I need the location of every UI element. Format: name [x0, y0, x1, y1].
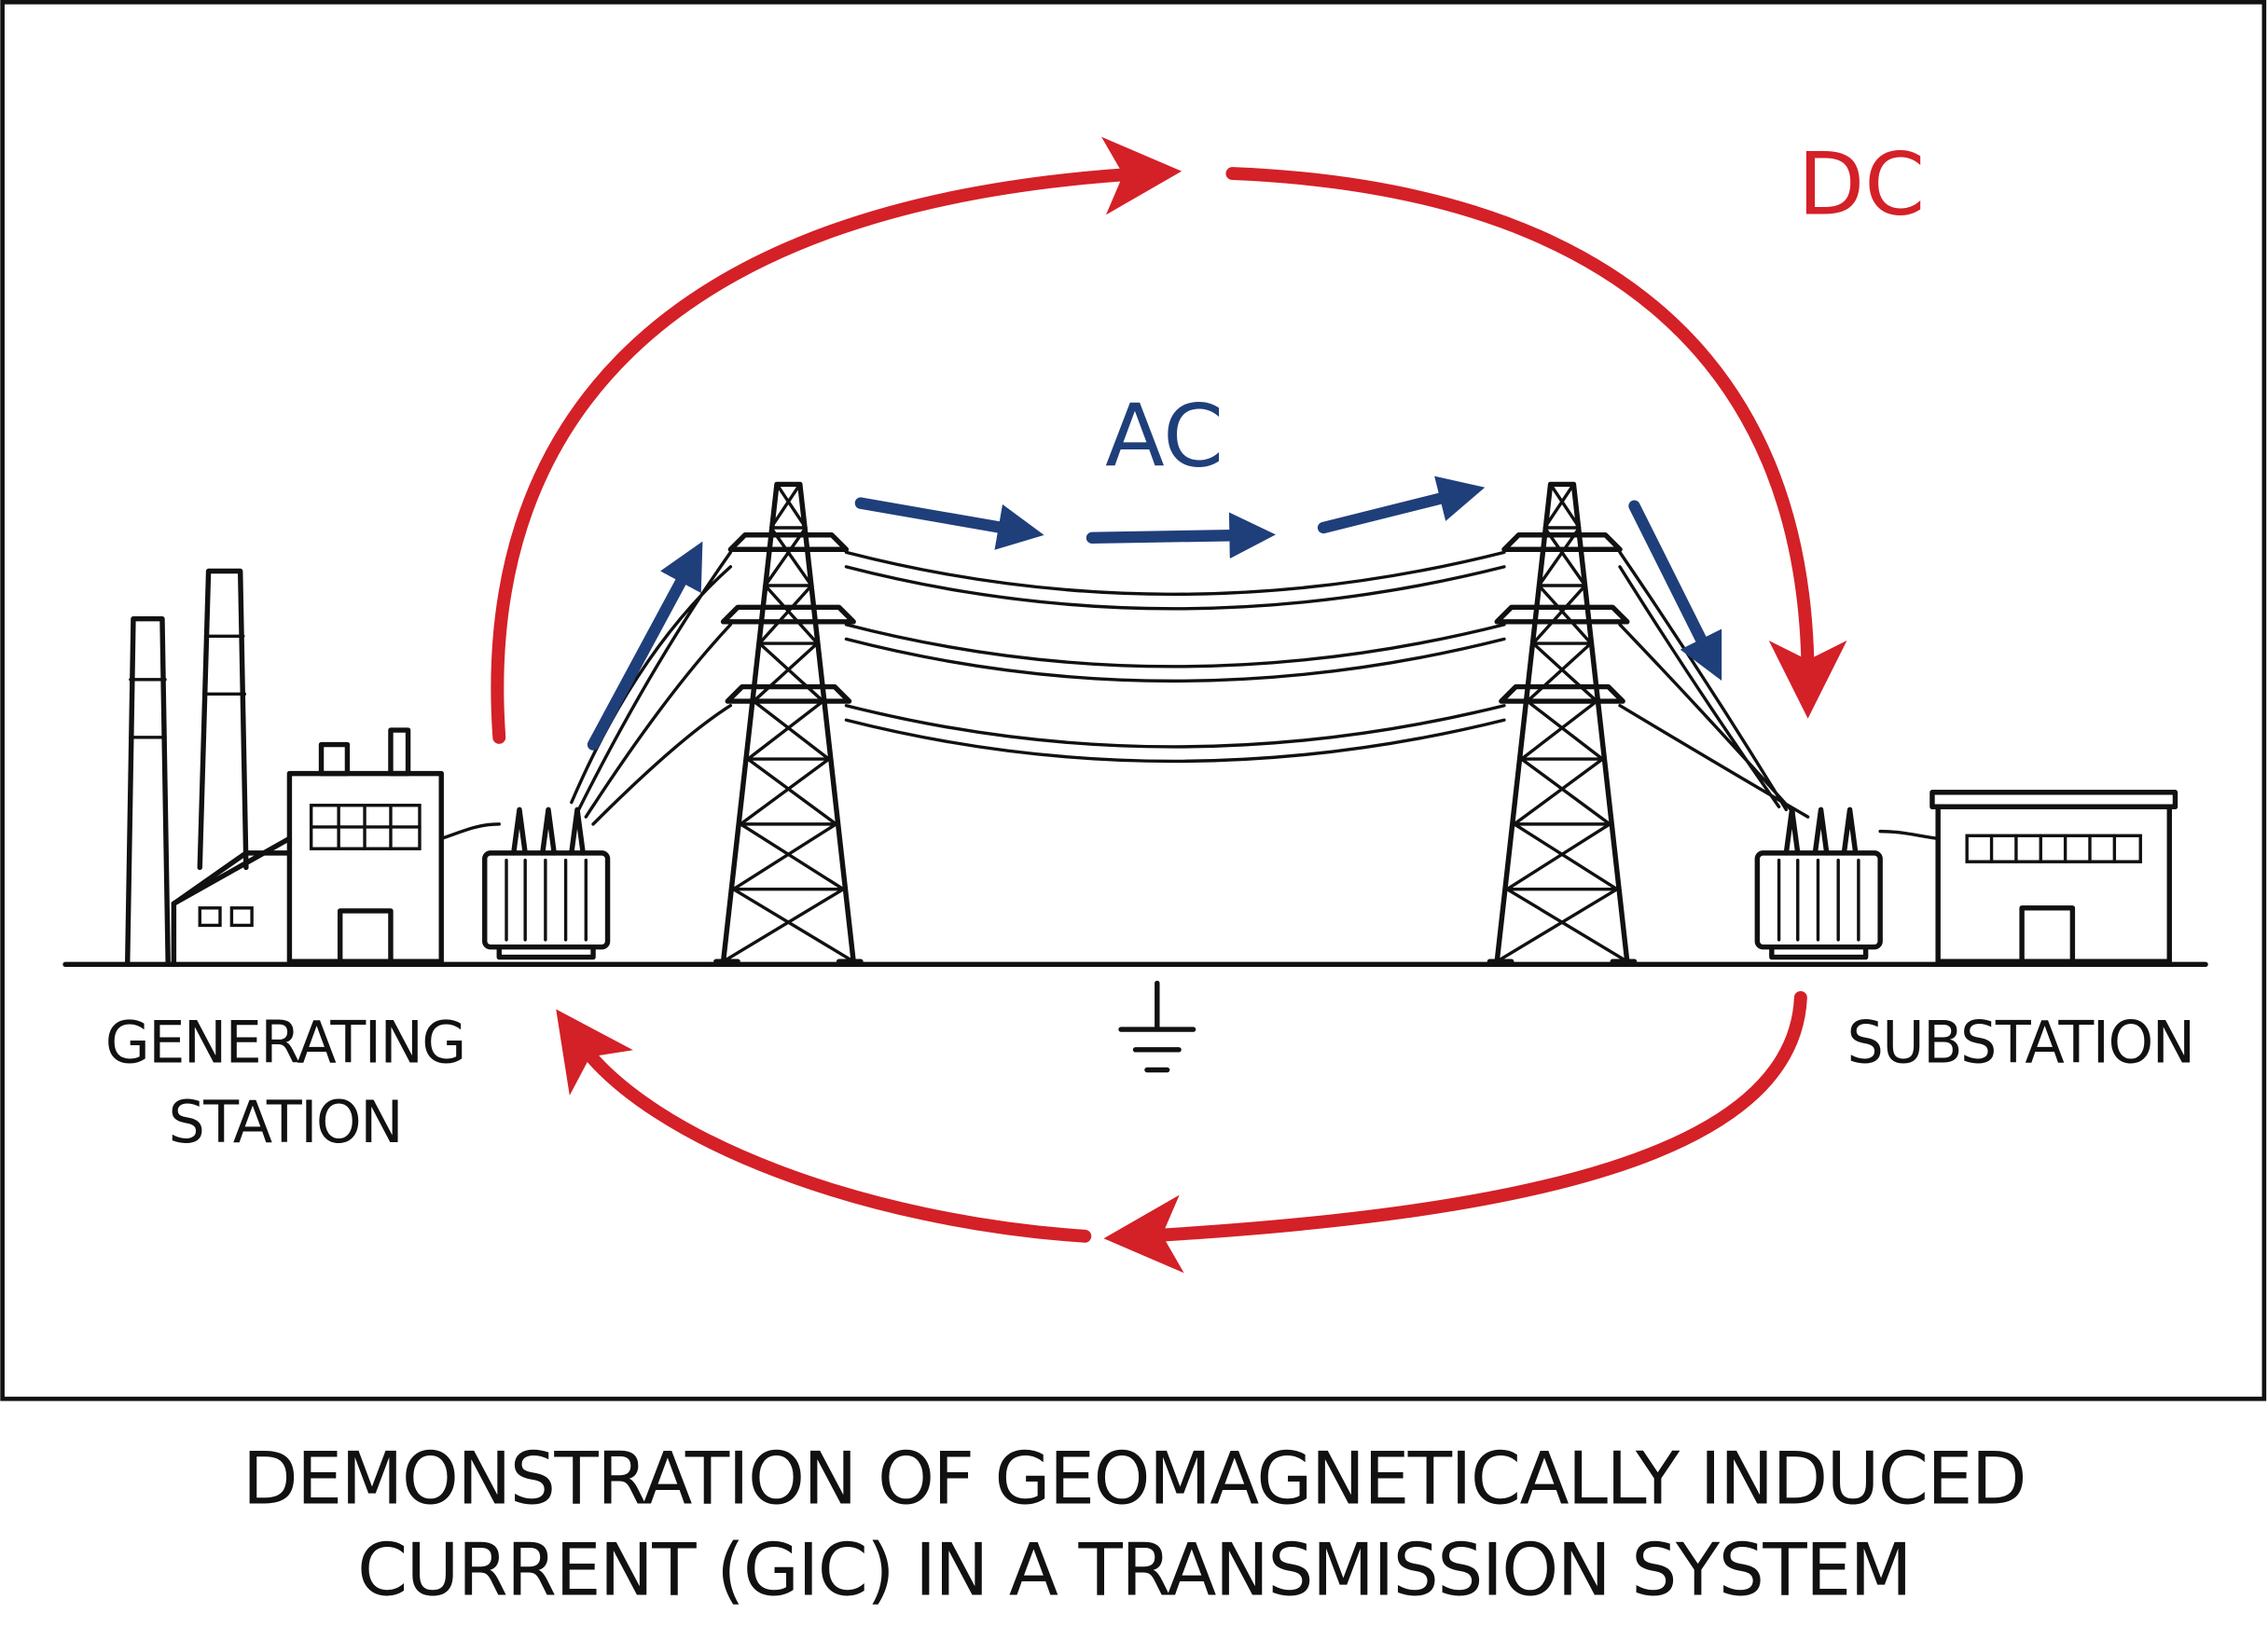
ground-symbol-icon [1118, 980, 1196, 1073]
dc-arrow-top-right [1225, 167, 1847, 719]
caption-line1: DEMONSTRATION OF GEOMAGNETICALLY INDUCED [242, 1438, 2026, 1522]
ac-arrow [1628, 500, 1722, 681]
diagram-frame [0, 0, 2267, 1401]
ac-arrow [587, 541, 703, 751]
ac-arrow [854, 497, 1044, 550]
ac-arrow [1317, 476, 1486, 534]
generating-station-label-line2: STATION [168, 1088, 402, 1156]
caption-line2: CURRENT (GIC) IN A TRANSMISSION SYSTEM [357, 1528, 1911, 1612]
generating-station-label-line1: GENERATING [105, 1009, 465, 1077]
dc-current-loop [491, 136, 1847, 1274]
generating-station [125, 568, 501, 964]
dc-arrow-bottom-left [556, 1009, 1092, 1243]
dc-arrow-top-left [491, 136, 1182, 744]
transformer-left [485, 809, 608, 957]
transformer-right [1757, 809, 1880, 957]
ac-label: AC [1105, 385, 1224, 486]
ac-arrow [1086, 512, 1276, 559]
substation-label: SUBSTATION [1846, 1009, 2193, 1077]
dc-label: DC [1798, 133, 1926, 234]
transmission-tower-left [716, 484, 861, 961]
transmission-tower-right [1489, 484, 1634, 961]
substation-building [1878, 790, 2178, 964]
ac-current-flow [587, 476, 1722, 751]
dc-arrow-bottom-right [1103, 990, 1807, 1274]
